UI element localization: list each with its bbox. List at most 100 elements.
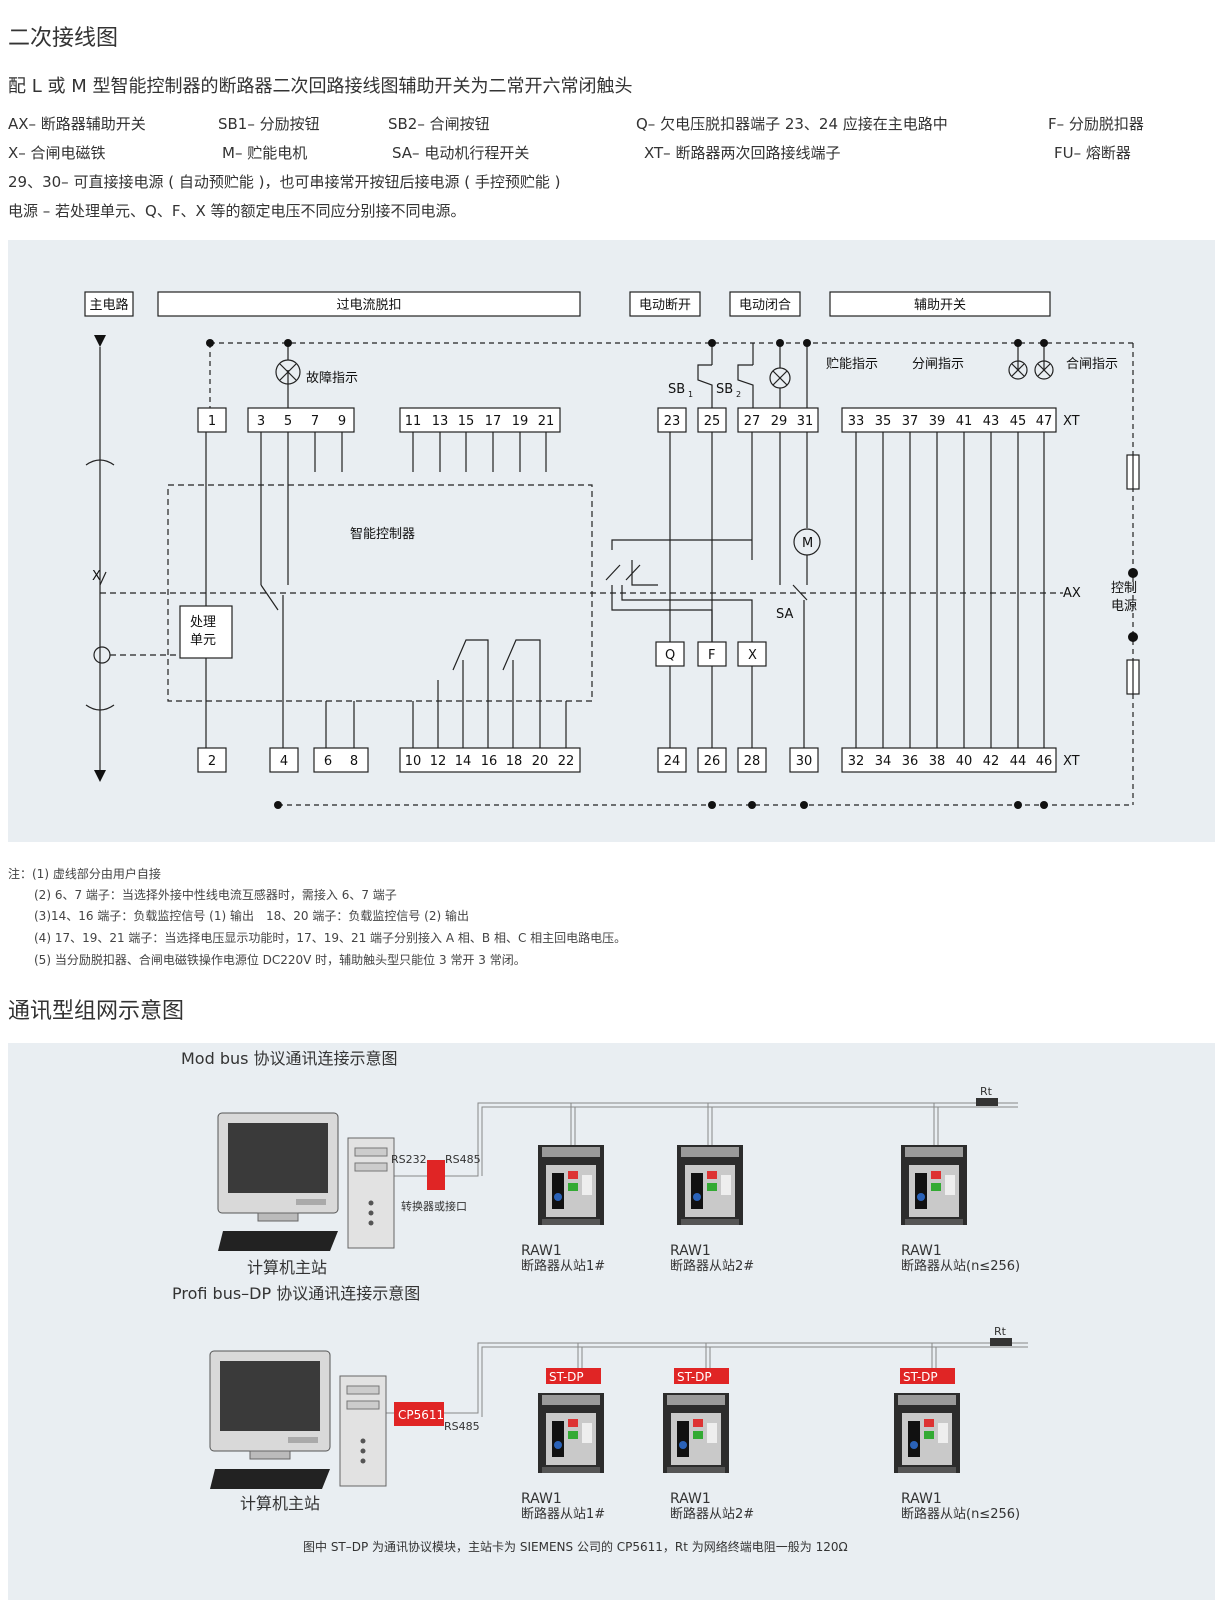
breaker-icon xyxy=(538,1393,604,1473)
terminal-bottom: 42 xyxy=(983,754,1000,769)
legend-f: F– 分励脱扣器 xyxy=(1048,115,1144,133)
label-smart-controller: 智能控制器 xyxy=(350,527,415,542)
terminal-bottom: 20 xyxy=(532,754,549,769)
terminal-top: 39 xyxy=(929,414,946,429)
label-computer-master-modbus: 计算机主站 xyxy=(247,1258,327,1277)
label-q: Q xyxy=(665,648,675,663)
header-main-circuit: 主电路 xyxy=(89,297,128,313)
terminal-top: 37 xyxy=(902,414,919,429)
label-sb1: SB xyxy=(668,382,685,397)
label-raw1: RAW1 xyxy=(670,1491,711,1507)
legend-terminal-29-30: 29、30– 可直接接电源 ( 自动预贮能 )，也可串接常开按钮后接电源 ( 手… xyxy=(8,173,561,191)
label-processing-2: 单元 xyxy=(190,633,216,648)
label-sb1-sub: 1 xyxy=(688,390,693,399)
legend-sb2: SB2– 合闸按钮 xyxy=(388,115,490,133)
header-overcurrent: 过电流脱扣 xyxy=(336,298,401,313)
label-xt-top: XT xyxy=(1063,414,1080,429)
note-4: (4) 17、19、21 端子：当选择电压显示功能时，17、19、21 端子分别… xyxy=(34,931,627,945)
label-computer-master-profibus: 计算机主站 xyxy=(240,1494,320,1513)
label-st-dp: ST-DP xyxy=(903,1370,938,1384)
terminal-top: 19 xyxy=(512,414,529,429)
label-raw1: RAW1 xyxy=(901,1243,942,1259)
wiring-diagram: 主电路 过电流脱扣 电动断开 电动闭合 辅助开关 故障指示 贮能指示 分闸指示 … xyxy=(84,291,1140,809)
terminal-top: 17 xyxy=(485,414,502,429)
terminal-top: 31 xyxy=(797,414,814,429)
terminal-top: 25 xyxy=(704,414,721,429)
label-fault-indicator: 故障指示 xyxy=(306,371,358,386)
network-diagram-panel: Mod bus 协议通讯连接示意图 Rt RS232 RS485 转换器或接口 … xyxy=(8,1043,1215,1600)
terminal-top: 41 xyxy=(956,414,973,429)
label-slave-2: 断路器从站2# xyxy=(670,1506,754,1522)
terminal-bottom: 10 xyxy=(405,754,422,769)
terminator-resistor-profibus xyxy=(990,1338,1012,1346)
computer-icon xyxy=(217,1112,395,1252)
terminal-bottom: 44 xyxy=(1010,754,1027,769)
label-x-mark: X xyxy=(92,569,101,584)
label-sb2: SB xyxy=(716,382,733,397)
terminal-top: 27 xyxy=(744,414,761,429)
label-rs485-modbus: RS485 xyxy=(445,1153,481,1166)
network-diagram: Mod bus 协议通讯连接示意图 Rt RS232 RS485 转换器或接口 … xyxy=(172,1049,1028,1554)
label-sb2-sub: 2 xyxy=(736,390,741,399)
section-title-wiring: 二次接线图 xyxy=(8,26,119,51)
terminal-bottom: 38 xyxy=(929,754,946,769)
cp5611-card-icon xyxy=(394,1402,444,1426)
network-footer-note: 图中 ST–DP 为通讯协议模块，主站卡为 SIEMENS 公司的 CP5611… xyxy=(303,1539,848,1554)
terminal-bottom: 40 xyxy=(956,754,973,769)
computer-icon xyxy=(209,1350,387,1490)
terminal-bottom: 12 xyxy=(430,754,447,769)
terminal-top: 23 xyxy=(664,414,681,429)
label-storage-indicator: 贮能指示 xyxy=(826,357,878,372)
label-processing-1: 处理 xyxy=(190,615,216,630)
label-open-indicator: 分闸指示 xyxy=(912,357,964,372)
label-st-dp: ST-DP xyxy=(549,1370,584,1384)
label-rs232: RS232 xyxy=(391,1153,427,1166)
note-5: (5) 当分励脱扣器、合闸电磁铁操作电源位 DC220V 时，辅助触头型只能位 … xyxy=(34,953,526,967)
label-control-power-1: 控制 xyxy=(1111,581,1137,596)
label-motor: M xyxy=(802,536,813,551)
st-dp-module-2 xyxy=(674,1368,729,1384)
terminal-top: 9 xyxy=(338,414,346,429)
terminal-bottom: 4 xyxy=(280,754,288,769)
label-converter: 转换器或接口 xyxy=(401,1199,467,1213)
label-slave-n: 断路器从站(n≤256) xyxy=(901,1506,1020,1522)
label-st-dp: ST-DP xyxy=(677,1370,712,1384)
terminal-bottom: 18 xyxy=(506,754,523,769)
terminal-top: 43 xyxy=(983,414,1000,429)
breaker-icon xyxy=(894,1393,960,1473)
terminal-top: 29 xyxy=(771,414,788,429)
legend-xt: XT– 断路器两次回路接线端子 xyxy=(644,144,841,162)
label-slave-2: 断路器从站2# xyxy=(670,1258,754,1274)
terminal-bottom: 16 xyxy=(481,754,498,769)
label-raw1: RAW1 xyxy=(521,1491,562,1507)
header-electric-close: 电动闭合 xyxy=(739,298,791,313)
terminal-bottom: 14 xyxy=(455,754,472,769)
label-ax: AX xyxy=(1063,586,1081,601)
note-2: (2) 6、7 端子：当选择外接中性线电流互感器时，需接入 6、7 端子 xyxy=(34,888,397,902)
legend-fu: FU– 熔断器 xyxy=(1054,144,1131,162)
terminal-bottom: 30 xyxy=(796,754,813,769)
label-sa: SA xyxy=(776,607,793,622)
breaker-icon xyxy=(663,1393,729,1473)
terminal-bottom: 6 xyxy=(324,754,332,769)
legend-ax: AX– 断路器辅助开关 xyxy=(8,115,146,133)
label-rt-modbus: Rt xyxy=(980,1085,993,1098)
label-f: F xyxy=(708,648,715,663)
label-raw1: RAW1 xyxy=(901,1491,942,1507)
terminal-bottom: 2 xyxy=(208,754,216,769)
label-rt-profibus: Rt xyxy=(994,1325,1007,1338)
terminal-bottom: 34 xyxy=(875,754,892,769)
terminal-top: 35 xyxy=(875,414,892,429)
label-cp5611: CP5611 xyxy=(398,1408,444,1422)
legend-power: 电源 – 若处理单元、Q、F、X 等的额定电压不同应分别接不同电源。 xyxy=(8,202,466,220)
breaker-icon xyxy=(901,1145,967,1225)
terminal-bottom: 22 xyxy=(558,754,575,769)
terminal-top: 11 xyxy=(405,414,422,429)
label-close-indicator: 合闸指示 xyxy=(1066,357,1118,372)
legend-q: Q– 欠电压脱扣器端子 23、24 应接在主电路中 xyxy=(636,115,948,133)
st-dp-module-1 xyxy=(546,1368,601,1384)
wiring-diagram-panel: 主电路 过电流脱扣 电动断开 电动闭合 辅助开关 故障指示 贮能指示 分闸指示 … xyxy=(8,240,1215,842)
terminal-top: 47 xyxy=(1036,414,1053,429)
label-slave-n: 断路器从站(n≤256) xyxy=(901,1258,1020,1274)
terminal-top: 21 xyxy=(538,414,555,429)
